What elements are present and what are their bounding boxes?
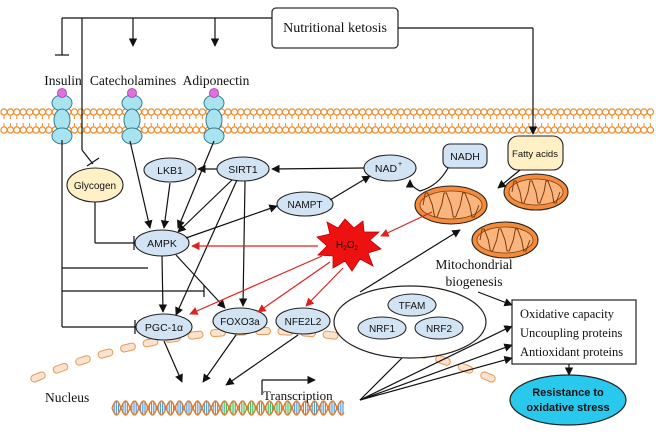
- glycogen-node: Glycogen: [66, 167, 124, 203]
- transcription-label: Transcription: [263, 388, 333, 403]
- svg-text:SIRT1: SIRT1: [228, 164, 258, 176]
- outcome-uncoupling-proteins: Uncoupling proteins: [520, 326, 623, 340]
- receptor-icon: [51, 88, 73, 145]
- nfe2l2-node: NFE2L2: [275, 307, 331, 335]
- nrf1-node: NRF1: [357, 316, 407, 340]
- svg-text:FOXO3a: FOXO3a: [220, 317, 260, 328]
- nrf2-node: NRF2: [414, 316, 464, 340]
- mito-biogenesis-label-2: biogenesis: [446, 274, 503, 289]
- nad-node: NAD +: [363, 154, 417, 182]
- svg-text:NAMPT: NAMPT: [288, 200, 323, 211]
- lkb1-node: LKB1: [143, 157, 197, 183]
- tfam-node: TFAM: [387, 293, 437, 317]
- svg-text:TFAM: TFAM: [399, 301, 426, 312]
- outcome-oxidative-capacity: Oxidative capacity: [520, 307, 615, 321]
- svg-text:+: +: [398, 161, 402, 168]
- dna-helix: [111, 400, 345, 416]
- adiponectin-label: Adiponectin: [183, 73, 250, 88]
- svg-text:Fatty acids: Fatty acids: [512, 149, 558, 160]
- pathway-arrows: [62, 164, 574, 401]
- ketosis-connectors: [55, 17, 538, 167]
- svg-text:AMPK: AMPK: [147, 238, 177, 250]
- nadh-node: NADH: [442, 143, 488, 169]
- svg-text:LKB1: LKB1: [157, 165, 183, 177]
- sirt1-node: SIRT1: [216, 156, 270, 182]
- outcome-antioxidant-proteins: Antioxidant proteins: [520, 345, 623, 359]
- pgc1a-node: PGC-1α: [135, 313, 193, 341]
- h2o2-burst: H2O2: [316, 218, 382, 272]
- svg-text:NFE2L2: NFE2L2: [285, 317, 322, 328]
- ampk-node: AMPK: [134, 229, 190, 257]
- nampt-node: NAMPT: [276, 191, 334, 217]
- mitochondrion-icon: [471, 221, 539, 259]
- result-ellipse: Resistance to oxidative stress: [509, 374, 627, 426]
- catecholamines-label: Catecholamines: [90, 73, 176, 88]
- transcription-factor-group: TFAM NRF1 NRF2: [333, 285, 487, 359]
- svg-text:H2O2: H2O2: [336, 240, 359, 252]
- outcomes-box: Oxidative capacity Uncoupling proteins A…: [511, 299, 637, 365]
- result-line-2: oxidative stress: [526, 402, 609, 414]
- insulin-label: Insulin: [44, 73, 82, 88]
- foxo3a-node: FOXO3a: [212, 307, 268, 335]
- mito-biogenesis-label-1: Mitochondrial: [435, 257, 512, 272]
- mitochondria: [414, 173, 569, 259]
- receptor-connectors: [61, 140, 215, 334]
- svg-text:NRF2: NRF2: [426, 324, 453, 335]
- mitochondrion-icon: [414, 185, 488, 225]
- fatty-acids-node: Fatty acids: [507, 135, 564, 171]
- nucleus-label: Nucleus: [45, 390, 89, 405]
- svg-text:Glycogen: Glycogen: [74, 181, 116, 192]
- svg-text:NAD: NAD: [375, 163, 398, 175]
- receptors: [51, 88, 225, 145]
- nutritional-ketosis-label: Nutritional ketosis: [283, 21, 387, 36]
- result-line-1: Resistance to: [532, 387, 604, 399]
- cell-membrane: [0, 108, 655, 134]
- mitochondrion-icon: [503, 173, 569, 211]
- nutritional-ketosis-box: Nutritional ketosis: [271, 7, 399, 49]
- receptor-icon: [121, 88, 143, 145]
- h2o2-arrows: [189, 211, 433, 315]
- svg-text:NRF1: NRF1: [369, 324, 396, 335]
- svg-text:PGC-1α: PGC-1α: [145, 322, 183, 334]
- svg-text:NADH: NADH: [450, 151, 480, 163]
- receptor-icon: [203, 88, 225, 145]
